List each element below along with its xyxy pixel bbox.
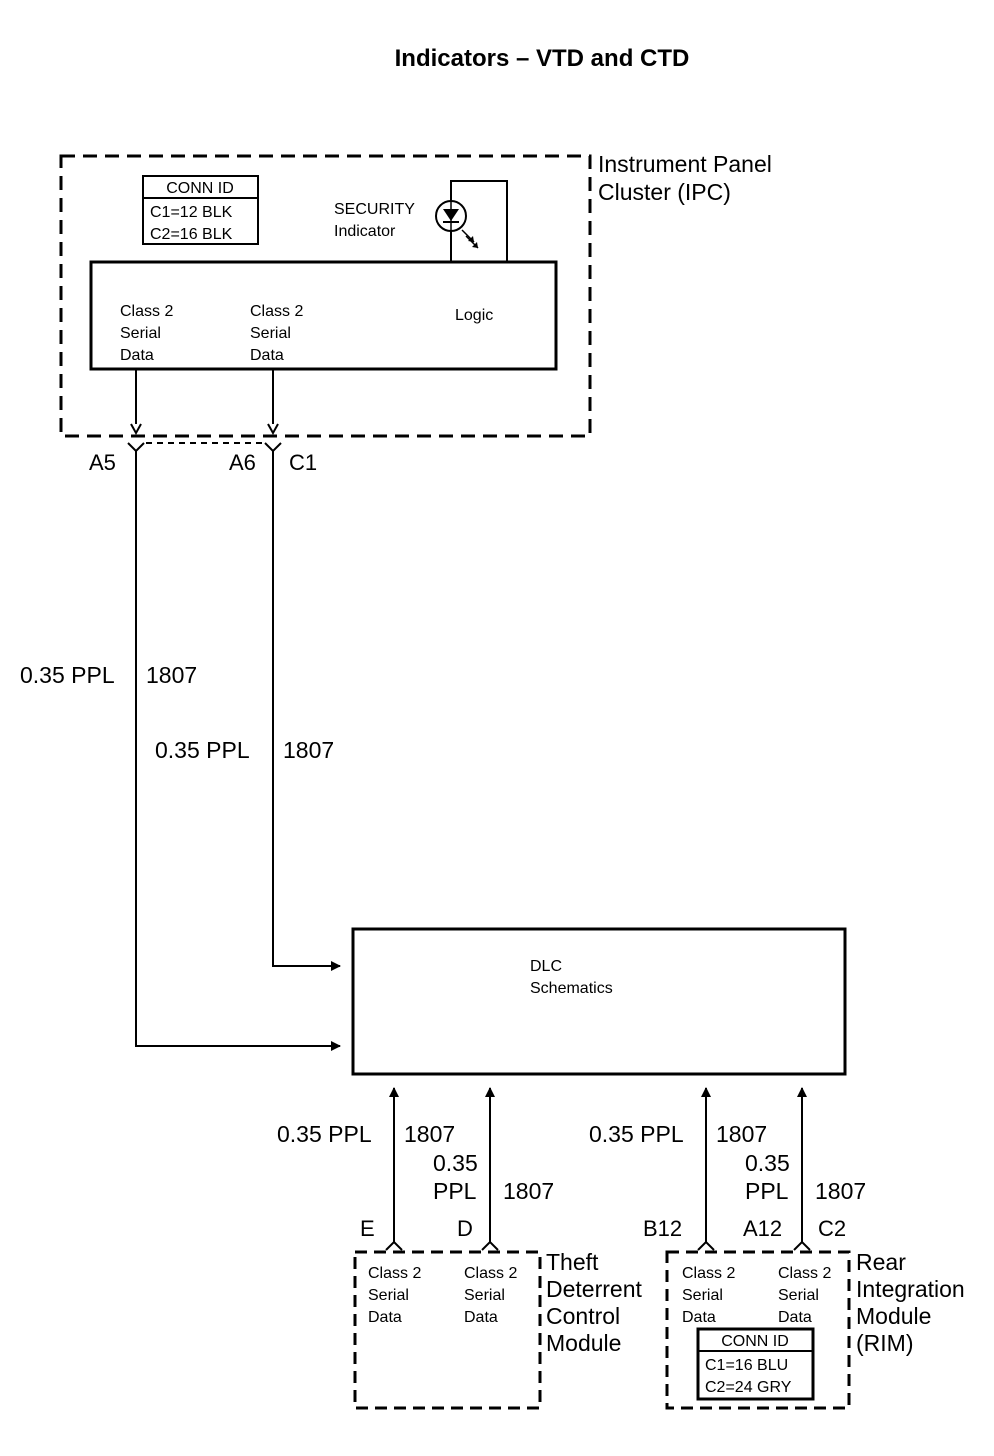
wire-e-size-color: 0.35 PPL — [277, 1121, 372, 1147]
rim-module: Class 2 Serial Data Class 2 Serial Data … — [665, 1249, 965, 1410]
ipc-serial-b-line3: Data — [250, 347, 284, 364]
dlc-box — [351, 927, 847, 1076]
ipc-conn-id-table: CONN ID C1=12 BLK C2=16 BLK — [142, 175, 259, 245]
tdcm-serial-a-line3: Data — [368, 1309, 402, 1326]
ipc-serial-b-line1: Class 2 — [250, 303, 303, 320]
rim-name-line2: Integration — [856, 1276, 965, 1302]
wire-rim-a12: 0.35 PPL 1807 A12 C2 — [743, 1087, 866, 1251]
ipc-serial-a-line3: Data — [120, 347, 154, 364]
tdcm-name-line4: Module — [546, 1330, 621, 1356]
rim-serial-b-line3: Data — [778, 1309, 812, 1326]
led-icon — [435, 200, 479, 249]
rim-serial-a-line1: Class 2 — [682, 1265, 735, 1282]
dlc-module: DLC Schematics — [351, 927, 847, 1076]
dlc-label-line1: DLC — [530, 958, 562, 975]
connector-pin-icon — [481, 1240, 499, 1251]
wire-a5-circuit: 1807 — [146, 662, 197, 688]
wire-ipc-a5: 0.35 PPL 1807 — [20, 451, 341, 1051]
tdcm-serial-b-line2: Serial — [464, 1287, 505, 1304]
wire-d-size-line2: PPL — [433, 1178, 477, 1204]
ipc-dashed-border — [59, 154, 592, 438]
ipc-serial-a-line1: Class 2 — [120, 303, 173, 320]
rim-serial-b-line2: Serial — [778, 1287, 819, 1304]
ipc-serial-a-line2: Serial — [120, 325, 161, 342]
tdcm-name-line1: Theft — [546, 1249, 599, 1275]
rim-conn-id-table: CONN ID C1=16 BLU C2=24 GRY — [696, 1327, 815, 1401]
ipc-logic-label: Logic — [455, 307, 493, 324]
pin-label-b12: B12 — [643, 1216, 682, 1241]
wire-d-size-line1: 0.35 — [433, 1150, 478, 1176]
arrow-down-icon — [130, 423, 142, 436]
connector-pin-icon — [127, 442, 145, 453]
security-label-line1: SECURITY — [334, 201, 415, 218]
rim-serial-b-line1: Class 2 — [778, 1265, 831, 1282]
ipc-serial-b-line2: Serial — [250, 325, 291, 342]
rim-conn-id-header: CONN ID — [721, 1333, 789, 1350]
rim-name-line4: (RIM) — [856, 1330, 913, 1356]
security-indicator-wire — [450, 180, 508, 262]
rim-dashed-border — [665, 1250, 851, 1410]
wire-a12-size-line1: 0.35 — [745, 1150, 790, 1176]
ipc-conn-id-c2: C2=16 BLK — [150, 226, 233, 243]
arrow-down-icon — [267, 423, 279, 436]
rim-serial-a-line2: Serial — [682, 1287, 723, 1304]
ipc-logic-box — [89, 260, 558, 371]
ipc-conn-id-header: CONN ID — [166, 180, 234, 197]
ipc-name-line1: Instrument Panel — [598, 151, 772, 177]
pin-label-c2: C2 — [818, 1216, 846, 1241]
wire-a6-size-color: 0.35 PPL — [155, 737, 250, 763]
diagram-title: Indicators – VTD and CTD — [395, 45, 690, 72]
wire-b12-size-color: 0.35 PPL — [589, 1121, 684, 1147]
wire-a6-circuit: 1807 — [283, 737, 334, 763]
ipc-name-line2: Cluster (IPC) — [598, 179, 731, 205]
wire-a5-size-color: 0.35 PPL — [20, 662, 115, 688]
tdcm-name-line2: Deterrent — [546, 1276, 642, 1302]
rim-serial-a-line3: Data — [682, 1309, 716, 1326]
dlc-label-line2: Schematics — [530, 980, 613, 997]
pin-label-a6: A6 — [229, 450, 256, 475]
wire-tdcm-d: 0.35 PPL 1807 D — [433, 1087, 554, 1251]
pin-label-c1: C1 — [289, 450, 317, 475]
ipc-pin-a6: A6 C1 — [229, 369, 317, 475]
pin-label-a5: A5 — [89, 450, 116, 475]
rim-name-line3: Module — [856, 1303, 931, 1329]
tdcm-name-line3: Control — [546, 1303, 620, 1329]
wire-d-circuit: 1807 — [503, 1178, 554, 1204]
rim-name-line1: Rear — [856, 1249, 906, 1275]
pin-label-e: E — [360, 1216, 375, 1241]
security-label-line2: Indicator — [334, 223, 396, 240]
tdcm-serial-b-line3: Data — [464, 1309, 498, 1326]
tdcm-serial-b-line1: Class 2 — [464, 1265, 517, 1282]
wire-tdcm-e: 0.35 PPL 1807 E — [277, 1087, 455, 1251]
rim-conn-id-c2: C2=24 GRY — [705, 1379, 792, 1396]
pin-label-d: D — [457, 1216, 473, 1241]
tdcm-serial-a-line2: Serial — [368, 1287, 409, 1304]
connector-pin-icon — [264, 442, 282, 453]
wire-a12-size-line2: PPL — [745, 1178, 789, 1204]
wire-b12-circuit: 1807 — [716, 1121, 767, 1147]
connector-pin-icon — [697, 1240, 715, 1251]
wire-rim-b12: 0.35 PPL 1807 B12 — [589, 1087, 767, 1251]
tdcm-module: Class 2 Serial Data Class 2 Serial Data … — [353, 1249, 642, 1410]
connector-pin-icon — [793, 1240, 811, 1251]
tdcm-serial-a-line1: Class 2 — [368, 1265, 421, 1282]
wire-a12-circuit: 1807 — [815, 1178, 866, 1204]
ipc-conn-id-c1: C1=12 BLK — [150, 204, 233, 221]
ipc-module: Instrument Panel Cluster (IPC) CONN ID C… — [59, 151, 772, 444]
connector-pin-icon — [385, 1240, 403, 1251]
wire-e-circuit: 1807 — [404, 1121, 455, 1147]
wire-ipc-a6: 0.35 PPL 1807 — [155, 451, 341, 971]
pin-label-a12: A12 — [743, 1216, 782, 1241]
rim-conn-id-c1: C1=16 BLU — [705, 1357, 788, 1374]
